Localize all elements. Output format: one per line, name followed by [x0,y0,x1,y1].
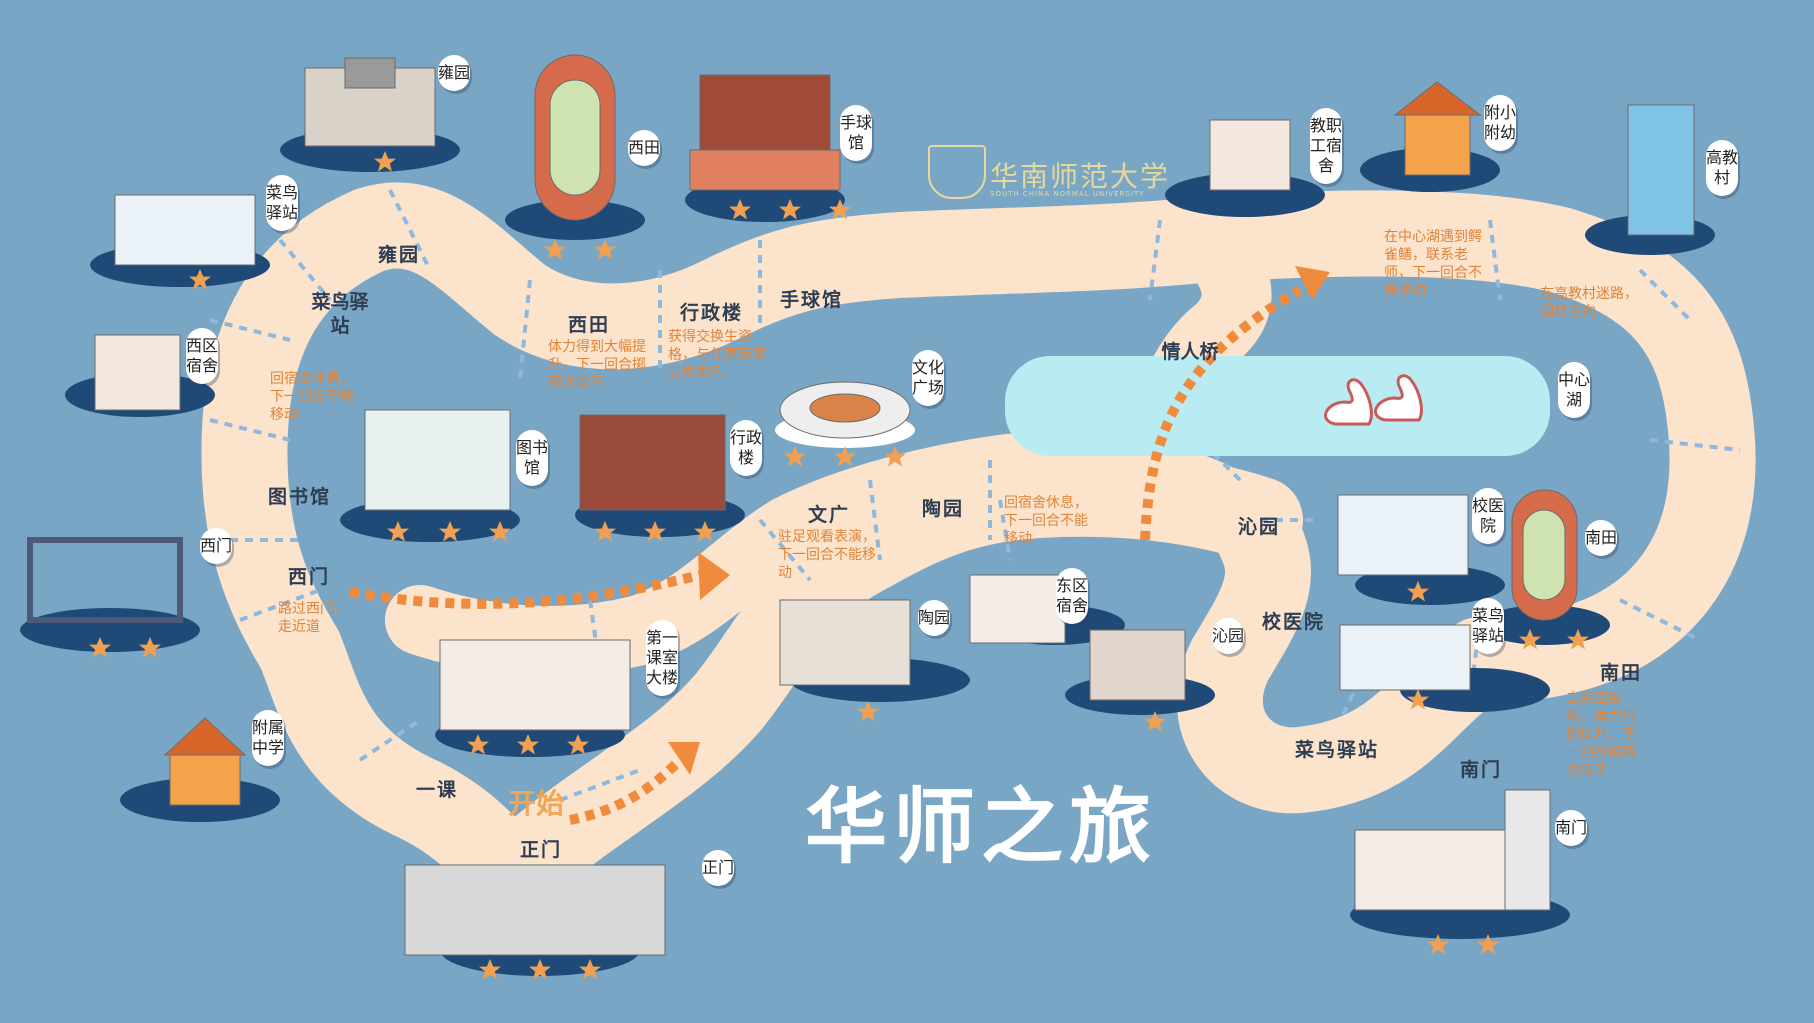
square-yongyuan[interactable]: 雍园 [378,244,421,266]
square-zhengmen[interactable]: 正门 [520,839,563,861]
note-xingzheng: 获得交换生资格，与任意玩家交换角色 [668,329,766,381]
note-dorm-east: 回宿舍休息，下一回合不能移动 [1004,495,1088,547]
note-gaojiao: 在高教村迷路，调转方向 [1540,286,1638,320]
pin-zhengmen[interactable]: 正门 [702,850,734,886]
pin-taoyuan[interactable]: 陶园 [918,600,950,636]
pin-library[interactable]: 图书馆 [516,430,548,486]
pin-nanmen[interactable]: 南门 [1555,810,1587,846]
square-qinyuan[interactable]: 沁园 [1238,516,1281,538]
pin-ximen[interactable]: 西门 [200,528,232,564]
square-xiaoyiyuan[interactable]: 校医院 [1262,611,1326,633]
note-lake: 在中心湖遇到鳄雀鳝，联系老师，下一回合不能移动 [1384,229,1482,299]
logo-en: SOUTH CHINA NORMAL UNIVERSITY [990,190,1145,198]
square-xingzheng[interactable]: 行政楼 [680,302,744,324]
note-ximen: 路过西门，走近道 [278,601,348,635]
pin-admin[interactable]: 行政楼 [730,420,762,476]
square-cainiao-east[interactable]: 菜鸟驿站 [1295,739,1380,761]
pin-diyi[interactable]: 第一课室大楼 [646,620,678,696]
square-wenguang[interactable]: 文广 [808,504,851,526]
buildings [27,54,1695,956]
pin-dongqu[interactable]: 东区宿舍 [1056,568,1088,624]
board-title: 华师之旅 [805,779,1158,875]
pin-yongyuan[interactable]: 雍园 [438,55,470,91]
start-label: 开始 [508,787,565,820]
square-taoyuan[interactable]: 陶园 [922,498,965,520]
pin-qinyuan[interactable]: 沁园 [1212,618,1244,654]
pin-zhongxinhu[interactable]: 中心湖 [1558,362,1590,418]
pin-cainiao-west[interactable]: 菜鸟驿站 [266,175,298,231]
square-cainiao-west[interactable]: 菜鸟驿站 [311,291,369,337]
note-wenguang: 驻足观看表演，下一回合不能移动 [778,529,876,581]
square-shouqiu[interactable]: 手球馆 [780,289,844,311]
pin-xiaoyiyuan[interactable]: 校医院 [1472,488,1504,544]
university-emblem-icon [928,145,986,199]
square-nanmen[interactable]: 南门 [1460,759,1503,781]
pin-shouqiuguan[interactable]: 手球馆 [840,105,872,161]
note-nantian: 去南田锻炼，体力得到提升，下一回合掷两次骰子 [1566,691,1636,779]
pin-cainiao-east[interactable]: 菜鸟驿站 [1472,598,1504,654]
swan-icons [1324,374,1423,426]
square-qinren[interactable]: 情人桥 [1161,341,1219,363]
pin-jiaozhigong[interactable]: 教职工宿舍 [1310,108,1342,184]
note-xitian: 体力得到大幅提升，下一回合掷两次骰子 [548,339,646,391]
pin-xiqu[interactable]: 西区宿舍 [186,328,218,384]
note-dorm-west: 回宿舍休息，下一回合不能移动 [270,371,354,423]
shortcut-arrows [349,285,1303,825]
central-lake [1005,356,1550,456]
square-nantian[interactable]: 南田 [1600,662,1643,684]
logo-cn: 华南师范大学 [990,160,1171,193]
pin-gaojiaocun[interactable]: 高教村 [1706,140,1738,196]
square-tushuguan[interactable]: 图书馆 [268,486,332,508]
pin-culture[interactable]: 文化广场 [912,350,944,406]
pin-nantian[interactable]: 南田 [1585,520,1617,556]
square-yike[interactable]: 一课 [416,779,459,801]
pin-xitian[interactable]: 西田 [628,130,660,166]
square-xitian[interactable]: 西田 [568,314,611,336]
square-ximen[interactable]: 西门 [288,566,331,588]
pin-fuxiao[interactable]: 附小附幼 [1484,95,1516,151]
pin-fuzhong[interactable]: 附属中学 [252,710,284,766]
